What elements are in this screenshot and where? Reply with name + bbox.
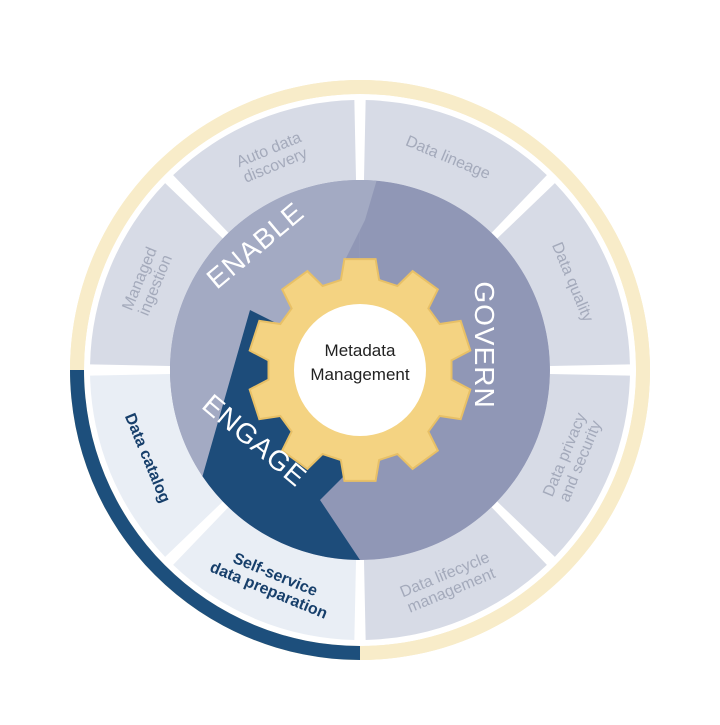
center-title-line: Metadata (325, 341, 396, 360)
segment-data-lineage (363, 100, 547, 233)
segment-data-lifecycle-management (363, 507, 547, 640)
segment-data-catalog (90, 373, 223, 557)
center-title-line: Management (310, 365, 410, 384)
segment-auto-data-discovery (173, 100, 357, 233)
segment-self-service-data-preparation (173, 507, 357, 640)
outer-segments (90, 100, 630, 640)
gear-icon (248, 258, 472, 482)
segment-data-privacy-and-security (497, 373, 630, 557)
center-circle (294, 304, 426, 436)
segment-data-quality (497, 183, 630, 367)
segment-managed-ingestion (90, 183, 223, 367)
phase-label-govern: GOVERN (469, 281, 500, 408)
